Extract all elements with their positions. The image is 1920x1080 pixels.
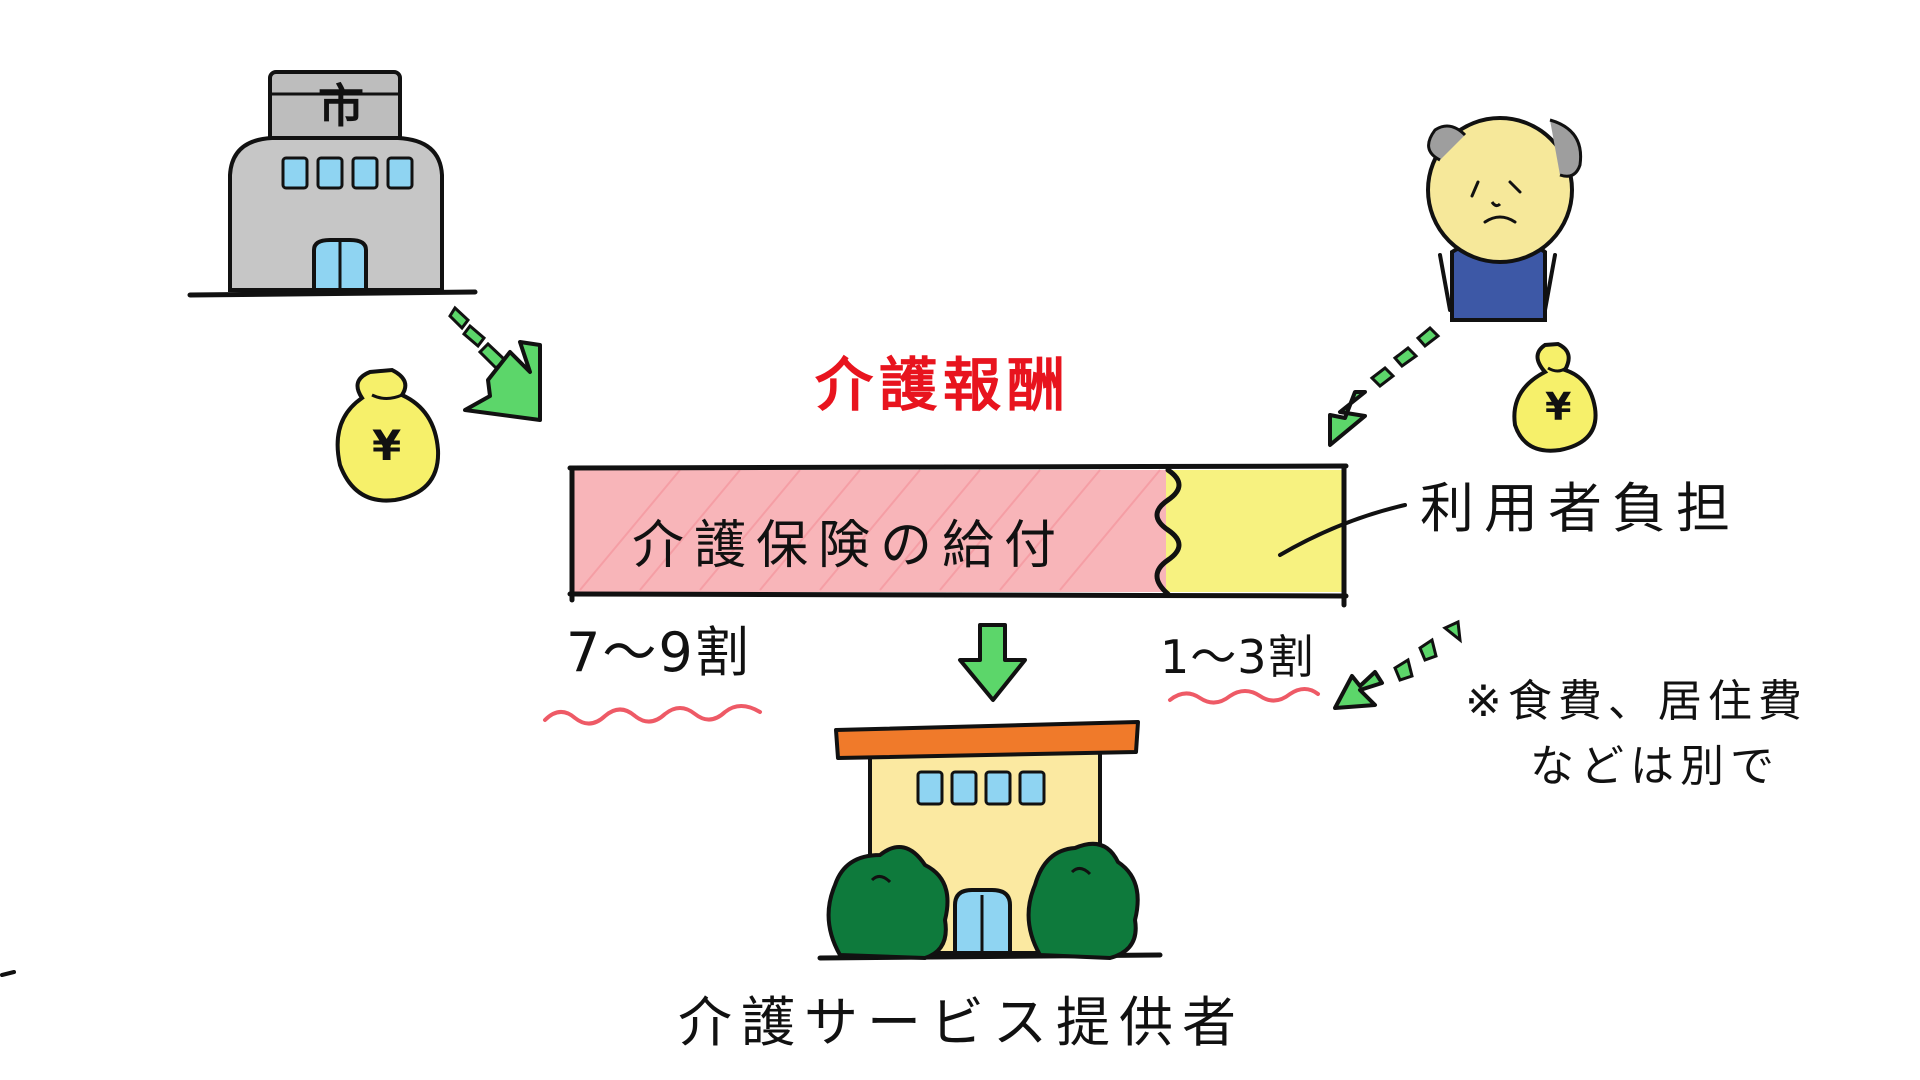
- money-bag-icon: [1512, 341, 1598, 453]
- city-sign-label: 市: [318, 79, 364, 133]
- money-symbol-right: ¥: [1545, 385, 1572, 429]
- payment-bar: [567, 463, 1407, 608]
- underline-right: [1168, 687, 1320, 705]
- underline-left: [543, 704, 762, 726]
- green-arrow-icon: [958, 623, 1027, 702]
- money-bag-icon: [335, 367, 441, 503]
- green-arrow-icon: [1333, 619, 1462, 710]
- user-share-label: 1～3割: [1160, 630, 1315, 684]
- note-line-2: などは別で: [1530, 741, 1780, 792]
- stray-mark: [0, 970, 16, 977]
- insurance-share-label: 7～9割: [566, 621, 751, 684]
- elderly-person-icon: [1426, 116, 1583, 322]
- insurance-benefit-label: 介護保険の給付: [632, 516, 1067, 576]
- green-arrow-icon: [1328, 325, 1441, 447]
- note-line-1: ※食費、居住費: [1465, 676, 1808, 727]
- tree-icon: [826, 845, 950, 961]
- diagram-title: 介護報酬: [815, 351, 1072, 419]
- tree-icon: [1026, 841, 1140, 961]
- green-arrow-icon: [448, 305, 542, 422]
- provider-label: 介護サービス提供者: [678, 991, 1245, 1054]
- money-symbol-left: ¥: [372, 421, 402, 470]
- user-burden-label: 利用者負担: [1420, 477, 1740, 540]
- city-hall-icon: [187, 70, 478, 298]
